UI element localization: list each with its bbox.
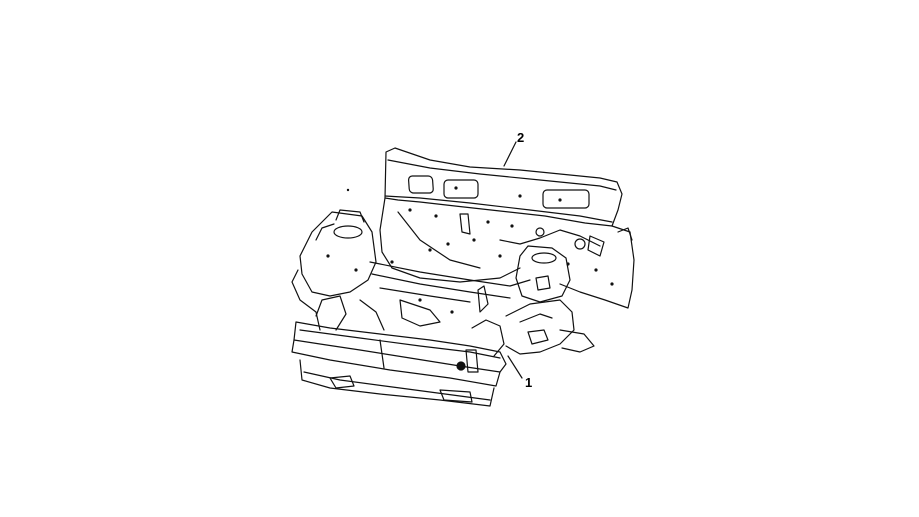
dash-panel	[379, 147, 635, 309]
leader-line-2	[503, 141, 517, 167]
left-strut-tower	[291, 209, 377, 331]
callout-label-1: 1	[525, 375, 533, 390]
callout-label-2: 2	[517, 130, 525, 145]
rivet-details	[326, 186, 614, 314]
right-side-rail	[505, 299, 595, 355]
upper-cross-rail	[359, 261, 531, 331]
leader-line-1	[507, 355, 523, 379]
radiator-support-bumper	[291, 285, 507, 407]
right-strut-tower	[515, 245, 571, 303]
